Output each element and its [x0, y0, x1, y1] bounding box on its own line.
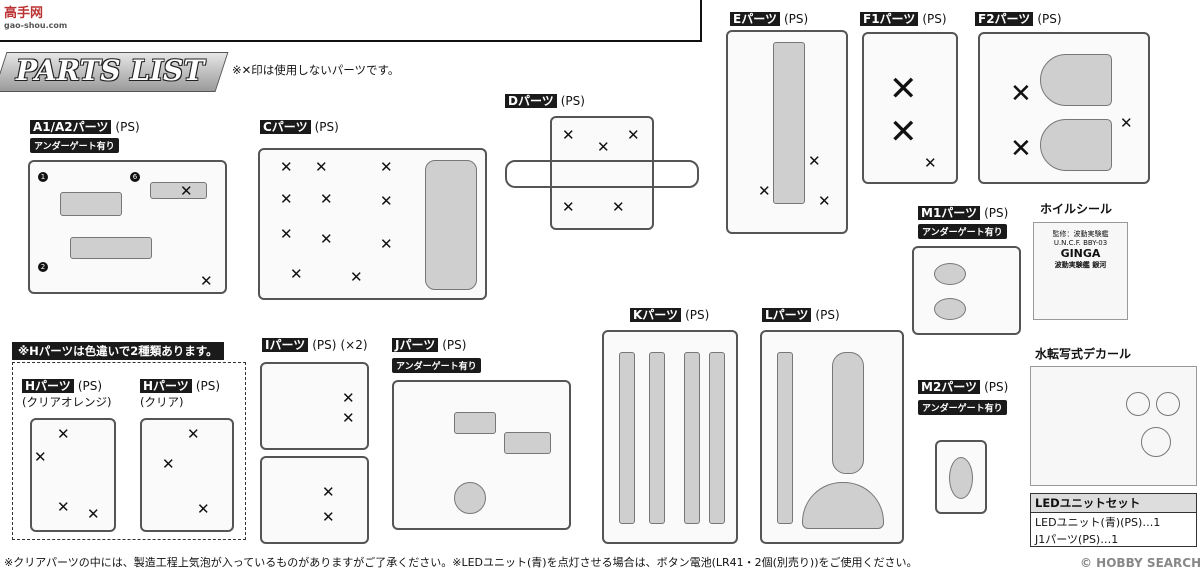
sprue-k-name: Kパーツ	[630, 308, 682, 322]
sprue-f2-name: F2パーツ	[975, 12, 1034, 26]
sprue-c-name: Cパーツ	[260, 120, 311, 134]
sprue-m1-material: (PS)	[984, 206, 1009, 220]
sprue-d-name: Dパーツ	[505, 94, 557, 108]
sprue-j-name: Jパーツ	[392, 338, 439, 352]
sprue-k-label: Kパーツ(PS)	[630, 306, 709, 323]
sprue-d-label: Dパーツ(PS)	[505, 92, 585, 109]
sprue-h2-material: (PS)	[195, 379, 221, 393]
unused-parts-note: ※✕印は使用しないパーツです。	[232, 63, 400, 77]
decal-sheet	[1030, 366, 1197, 486]
sprue-k-material: (PS)	[685, 308, 710, 322]
sprue-c-material: (PS)	[314, 120, 339, 134]
footer-note: ※クリアパーツの中には、製造工程上気泡が入っているものがありますがご了承ください…	[4, 556, 918, 569]
foil-seal-line-2: U.N.C.F. BBY-03	[1053, 239, 1108, 247]
watermark-logo: 高手网 gao-shou.com	[4, 2, 67, 30]
sprue-e-label: Eパーツ(PS)	[730, 10, 808, 27]
sprue-m2-runner	[935, 440, 987, 514]
sprue-l-runner	[760, 330, 904, 544]
h-variant-box	[12, 362, 246, 540]
sprue-i-name: Iパーツ	[262, 338, 309, 352]
watermark-url: gao-shou.com	[4, 21, 68, 30]
sprue-a-name: A1/A2パーツ	[30, 120, 112, 134]
watermark-title: 高手网	[4, 6, 44, 21]
sprue-d-material: (PS)	[560, 94, 585, 108]
sprue-d-runner: ✕✕✕ ✕✕	[550, 116, 654, 230]
sprue-i-runner-2: ✕✕	[260, 456, 369, 544]
sprue-m2-label: M2パーツ(PS)	[918, 378, 1008, 395]
sprue-l-label: Lパーツ(PS)	[762, 306, 840, 323]
sprue-m1-label: M1パーツ(PS)	[918, 204, 1008, 221]
sprue-i-label: Iパーツ(PS)(×2)	[262, 336, 368, 353]
sprue-a-runner: ✕ ✕ 1 6 2	[28, 160, 227, 294]
sprue-m1-undergate: アンダーゲート有り	[918, 224, 1007, 239]
sprue-m1-name: M1パーツ	[918, 206, 981, 220]
sprue-f1-material: (PS)	[922, 12, 947, 26]
foil-seal-line-4: 波動実験艦 銀河	[1054, 261, 1107, 269]
sprue-h1-name: Hパーツ	[22, 379, 74, 393]
sprue-l-material: (PS)	[815, 308, 840, 322]
sprue-c-runner: ✕✕✕ ✕✕✕ ✕✕✕ ✕✕	[258, 148, 487, 300]
sprue-m2-material: (PS)	[984, 380, 1009, 394]
sprue-i-material: (PS)	[312, 338, 337, 352]
sprue-m2-undergate: アンダーゲート有り	[918, 400, 1007, 415]
sprue-f1-label: F1パーツ(PS)	[860, 10, 947, 27]
sprue-h2-name: Hパーツ	[140, 379, 192, 393]
sprue-e-material: (PS)	[783, 12, 809, 26]
sprue-h2-label: Hパーツ(PS)	[140, 377, 220, 394]
sprue-f1-runner: ✕ ✕ ✕	[862, 32, 958, 184]
sprue-i-runner-1: ✕✕	[260, 362, 369, 450]
sprue-l-name: Lパーツ	[762, 308, 812, 322]
sprue-h1-color: (クリアオレンジ)	[22, 395, 112, 409]
led-set-item-2: J1パーツ(PS)…1	[1035, 533, 1119, 546]
sprue-f1-name: F1パーツ	[860, 12, 919, 26]
sprue-f2-material: (PS)	[1037, 12, 1062, 26]
page-title: PARTS LIST	[16, 54, 205, 87]
sprue-k-runner	[602, 330, 738, 544]
sprue-m1-runner	[912, 246, 1021, 335]
sprue-h1-runner: ✕✕✕✕	[30, 418, 116, 532]
sprue-c-label: Cパーツ(PS)	[260, 118, 339, 135]
sprue-h1-material: (PS)	[77, 379, 103, 393]
foil-seal-sheet: 監修：波動実験艦 U.N.C.F. BBY-03 GINGA 波動実験艦 銀河	[1033, 222, 1128, 320]
sprue-h2-runner: ✕✕✕	[140, 418, 234, 532]
led-set-title: LEDユニットセット	[1031, 494, 1196, 513]
hobby-search-credit: © HOBBY SEARCH	[1080, 556, 1200, 570]
sprue-j-runner	[392, 380, 571, 530]
sprue-e-name: Eパーツ	[730, 12, 780, 26]
sprue-e-runner: ✕✕✕	[726, 30, 848, 234]
sprue-a-undergate: アンダーゲート有り	[30, 138, 119, 153]
sprue-h2-color: (クリア)	[140, 395, 184, 409]
foil-seal-title: ホイルシール	[1040, 202, 1113, 216]
led-set-item-1: LEDユニット(青)(PS)…1	[1035, 516, 1161, 529]
foil-seal-line-1: 監修：波動実験艦	[1052, 230, 1109, 238]
sprue-h1-label: Hパーツ(PS)	[22, 377, 102, 394]
foil-seal-line-3: GINGA	[1060, 247, 1101, 260]
decal-title: 水転写式デカール	[1035, 347, 1132, 361]
sprue-j-material: (PS)	[442, 338, 467, 352]
sprue-m2-name: M2パーツ	[918, 380, 981, 394]
sprue-f2-label: F2パーツ(PS)	[975, 10, 1062, 27]
sprue-a-label: A1/A2パーツ(PS)	[30, 118, 140, 135]
sprue-a-material: (PS)	[115, 120, 140, 134]
sprue-j-label: Jパーツ(PS)	[392, 336, 466, 353]
sprue-d-side-runner	[505, 160, 699, 188]
sprue-j-undergate: アンダーゲート有り	[392, 358, 481, 373]
sprue-f2-runner: ✕ ✕ ✕	[978, 32, 1150, 184]
sprue-i-qty: (×2)	[340, 338, 368, 352]
header-frame	[0, 0, 702, 42]
led-set-box: LEDユニットセット LEDユニット(青)(PS)…1 J1パーツ(PS)…1	[1030, 493, 1197, 547]
h-variant-notice: ※Hパーツは色違いで2種類あります。	[12, 342, 224, 360]
